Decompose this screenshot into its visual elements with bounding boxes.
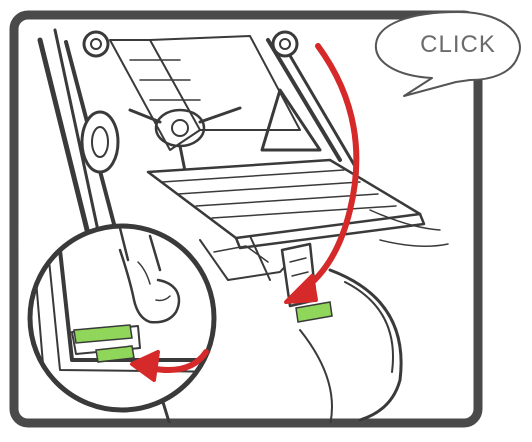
click-callout-text: CLICK: [412, 31, 504, 59]
